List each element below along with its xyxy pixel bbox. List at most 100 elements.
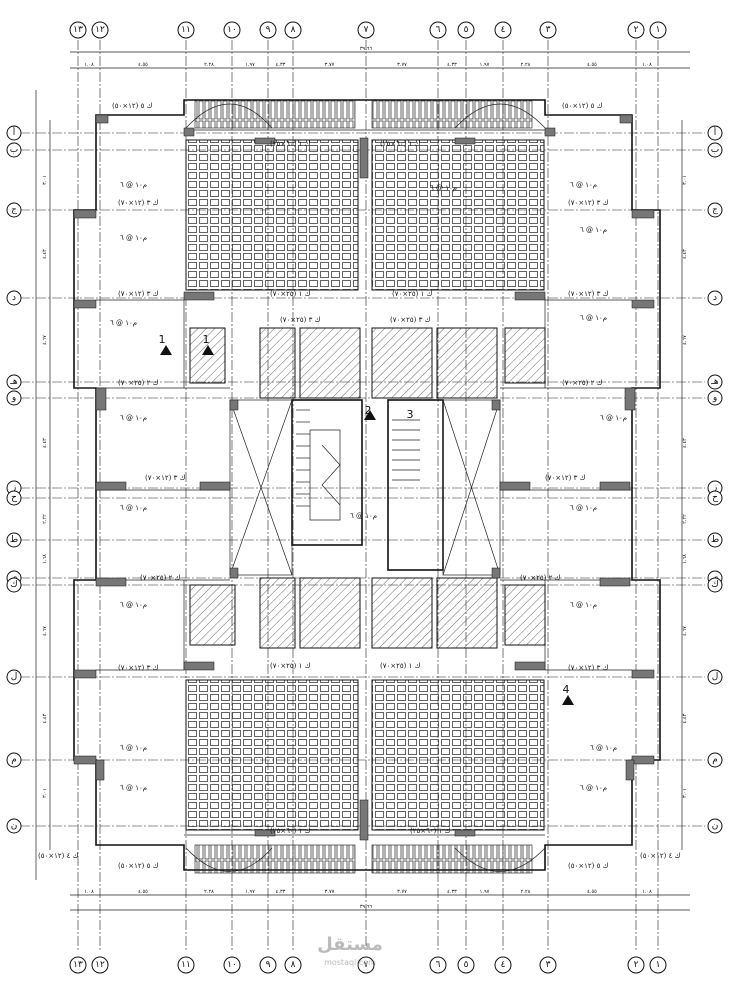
- slab-reinforcement-note: م١٠ @ ٦: [590, 744, 617, 752]
- row-axis-bubble: [707, 577, 723, 593]
- column: [229, 399, 239, 411]
- row-axis-bubble: [6, 577, 22, 593]
- row-axis-bubble: [707, 669, 723, 685]
- column-axis-label: ٢: [634, 25, 639, 35]
- column-axis-bubble: [429, 956, 447, 974]
- beam-label-k1-top: ك ١ (٦٠×٢٥): [270, 140, 311, 148]
- slab-reinforcement-note: م١٠ @ ٦: [580, 784, 607, 792]
- row-axis-bubble: [6, 142, 22, 158]
- dimension-text: ١.٩٧: [480, 62, 490, 68]
- column-axis-bubble: [259, 956, 277, 974]
- column-axis-label: ١١: [181, 25, 191, 35]
- column-axis-bubble: [429, 21, 447, 39]
- row-axis-bubble: [707, 125, 723, 141]
- column-axis-label: ١٣: [73, 25, 83, 35]
- row-axis-label: ل: [712, 672, 719, 682]
- beam-label-k3-core-r: ك ٣ (٢٥×٧٠): [390, 316, 431, 324]
- row-axis-bubble: [6, 818, 22, 834]
- column-axis-bubble: [494, 956, 512, 974]
- row-axis-label: ل: [11, 672, 18, 682]
- dimension-lines: [35, 51, 690, 911]
- column: [359, 137, 369, 179]
- section-mark-4: 4: [563, 683, 570, 696]
- column: [625, 759, 635, 781]
- dimension-text: ٣.٧٧: [325, 62, 335, 68]
- column-axis-bubble: [494, 21, 512, 39]
- slab-reinforcement-note: م١٠ @ ٦: [350, 512, 377, 520]
- beam-label-k3-r2: ك ٣ (١٢×٧٠): [568, 290, 609, 298]
- column-axis-bubble: [649, 21, 667, 39]
- side-dimension-text: ٣.٠١: [682, 175, 688, 185]
- slab-reinforcement-note: م١٠ @ ٦: [120, 414, 147, 422]
- column: [73, 669, 97, 679]
- row-axis-label: هـ: [9, 377, 18, 387]
- beam-label-k3-left: ك ٣ (١٢×٧٠): [118, 199, 159, 207]
- row-axis-bubble: [707, 490, 723, 506]
- column: [454, 137, 476, 145]
- column-axis-bubble: [649, 956, 667, 974]
- column-axis-label: ١٣: [73, 960, 83, 970]
- row-axis-bubble: [6, 390, 22, 406]
- row-axis-bubble: [6, 490, 22, 506]
- dimension-text: ٤.٥٥: [587, 62, 597, 68]
- column-axis-bubble: [284, 956, 302, 974]
- row-axis-label: ب: [711, 145, 719, 155]
- beam-label-k2-right: ك ٢ (٢٥×٧٠): [562, 379, 603, 387]
- column-axis-label: ٩: [266, 25, 271, 35]
- watermark: مستقل mostaql.com: [317, 934, 383, 967]
- column-axis-bubble: [627, 956, 645, 974]
- column-axis-label: ١٠: [227, 25, 237, 35]
- dimension-texts: ١.٠٨١.٠٨٤.٥٥٤.٥٥٢.٢٨٢.٢٨١.٩٧١.٩٧٤.٣٣٤.٣٣…: [42, 62, 688, 895]
- row-axis-label: م: [11, 755, 17, 765]
- slab-reinforcement-note: م١٠ @ ٦: [120, 181, 147, 189]
- row-axis-label: و: [11, 393, 16, 403]
- column: [254, 829, 276, 837]
- beam-label-k2-low-l: ك ٢ (٢٥×٧٠): [140, 574, 181, 582]
- columns: [73, 114, 655, 841]
- column: [631, 755, 655, 765]
- column: [491, 399, 501, 411]
- beam-label-k4-left: ك ٤ (١٢×٥٠): [38, 852, 79, 860]
- beam-label-bot-right: ك ٥ (١٢×٥٠): [568, 862, 609, 870]
- column: [631, 299, 655, 309]
- hatched-slabs: [189, 327, 546, 649]
- beam-label-k3-right: ك ٣ (١٢×٧٠): [568, 199, 609, 207]
- column-axis-label: ١٠: [227, 960, 237, 970]
- dimension-text: ٢.٢٨: [521, 889, 531, 895]
- column: [73, 299, 97, 309]
- watermark-sub: mostaql.com: [324, 958, 376, 967]
- slab-reinforcement-note: م١٠ @ ٦: [430, 184, 457, 192]
- row-axis-label: أ: [13, 126, 16, 138]
- slab-reinforcement-note: م١٠ @ ٦: [580, 314, 607, 322]
- beam-label-k3-core: ك ٣ (٢٥×٧٠): [280, 316, 321, 324]
- dimension-text: ٢.٢٨: [204, 62, 214, 68]
- side-dimension-text: ٤.٦٧: [42, 335, 48, 345]
- side-dimension-text: ٤.٤٣: [42, 713, 48, 723]
- row-axis-label: ب: [10, 145, 18, 155]
- column: [95, 387, 107, 411]
- row-axis-label: ك: [10, 580, 17, 590]
- row-axis-label: و: [712, 393, 717, 403]
- beam-label-k1-top-r: ك ١ (٦٠×٢٥): [380, 140, 421, 148]
- row-axis-label: ط: [711, 535, 719, 545]
- row-axis-bubble: [6, 752, 22, 768]
- column-axis-bubble: [223, 956, 241, 974]
- row-axis-label: م: [712, 755, 718, 765]
- column-axis-label: ٥: [464, 25, 469, 35]
- slab-reinforcement-note: م١٠ @ ٦: [570, 601, 597, 609]
- section-mark-3: 3: [407, 408, 414, 421]
- column: [514, 661, 546, 671]
- side-dimension-text: ٢.٢٢: [682, 514, 688, 524]
- row-axis-bubble: [6, 669, 22, 685]
- column-axis-label: ١: [656, 960, 661, 970]
- column-axis-label: ٨: [291, 25, 296, 35]
- column: [199, 481, 231, 491]
- side-dimension-text: ٤.٦٧: [42, 626, 48, 636]
- column: [631, 669, 655, 679]
- row-axis-label: ح: [712, 493, 718, 503]
- column-axis-bubble: [357, 21, 375, 39]
- row-axis-bubble: [707, 290, 723, 306]
- column-axis-label: ٤: [501, 25, 506, 35]
- dimension-text: ٤.٥٥: [138, 62, 148, 68]
